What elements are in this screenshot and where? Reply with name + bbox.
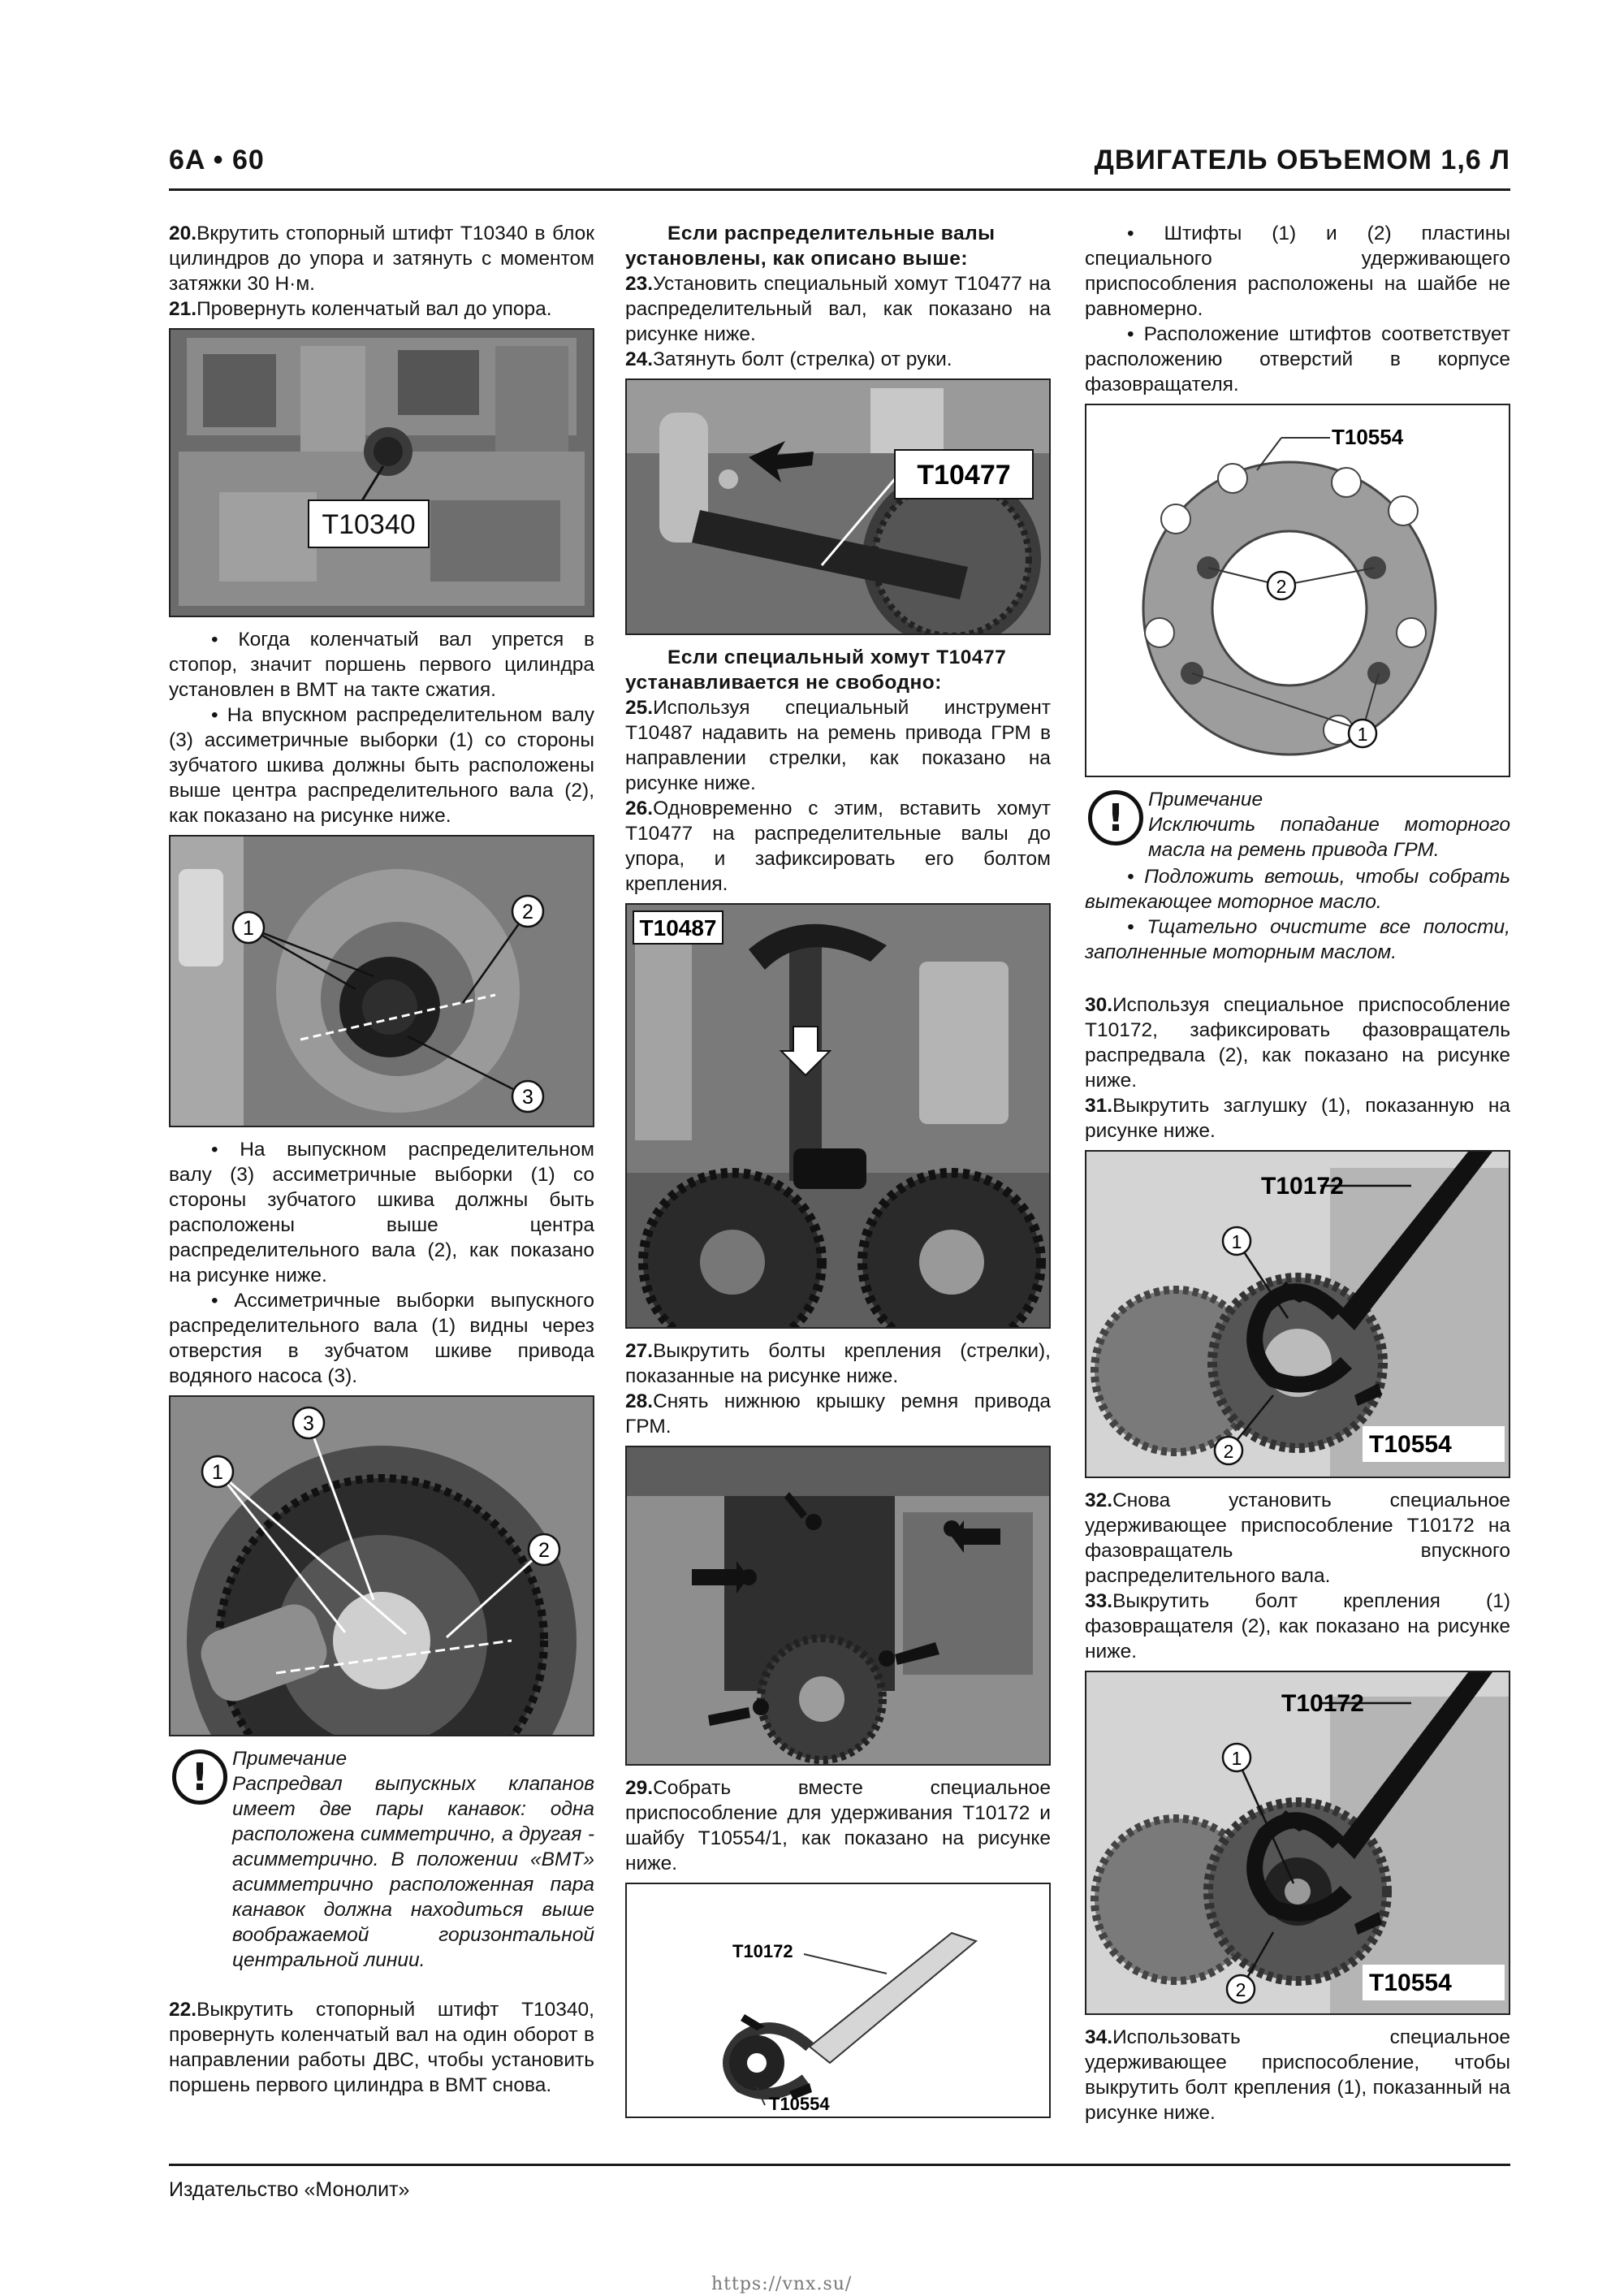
warning-icon: !	[172, 1749, 227, 1805]
svg-text:2: 2	[538, 1539, 550, 1562]
note-text: Распредвал выпускных клапанов имеет две …	[232, 1773, 594, 1971]
figure-washer-t10554: 2 1 T10554	[1085, 404, 1510, 777]
note-bullet-clean: • Тщательно очистите все полости, заполн…	[1085, 916, 1510, 963]
source-url[interactable]: https://vnx.su/	[711, 2274, 853, 2294]
fig9-label-1: T10172	[1261, 1173, 1344, 1200]
step-29: 29.Собрать вместе специальное приспособл…	[625, 1777, 1051, 1874]
note-engine-oil: ! Примечание Исключить попадание моторно…	[1085, 787, 1510, 863]
fig5-label: T10487	[640, 915, 717, 940]
bullet-exhaust-camshaft: • На выпускном распределительном валу (3…	[169, 1139, 594, 1286]
figure-engine-block-t10340: T10340	[169, 328, 594, 617]
fig10-label-2: T10554	[1369, 1970, 1452, 1996]
fig7-label-2: T10554	[769, 2094, 830, 2114]
step-30: 30.Используя специальное приспособление …	[1085, 994, 1510, 1092]
figure-tool-t10487: T10487	[625, 903, 1051, 1329]
step-22: 22.Выкрутить стопорный штифт T10340, про…	[169, 1999, 594, 2096]
svg-text:3: 3	[303, 1412, 314, 1435]
step-24: 24.Затянуть болт (стрелка) от руки.	[625, 348, 952, 370]
bullet-intake-camshaft: • На впускном распределительном валу (3)…	[169, 704, 594, 827]
figure-t10172-phaser: 1 2 T10172 T10554	[1085, 1150, 1510, 1478]
note-bullet-rag: • Подложить ветошь, чтобы собрать вытека…	[1085, 866, 1510, 913]
svg-text:1: 1	[243, 917, 254, 940]
column-1: 20.Вкрутить стопорный штифт T10340 в бло…	[169, 221, 594, 2098]
step-34: 34.Использовать специальное удерживающее…	[1085, 2026, 1510, 2124]
figure-clamp-t10477: T10477	[625, 378, 1051, 635]
figure-intake-camshaft: 1 2 3	[169, 835, 594, 1127]
fig10-label-1: T10172	[1281, 1690, 1364, 1717]
fig9-label-2: T10554	[1369, 1431, 1452, 1458]
chapter-title: ДВИГАТЕЛЬ ОБЪЕМОМ 1,6 Л	[1094, 145, 1510, 175]
figure-exhaust-camshaft: 3 1 2	[169, 1395, 594, 1736]
bullet-pins: • Штифты (1) и (2) пластины специального…	[1085, 223, 1510, 320]
note-title: Примечание	[1148, 789, 1263, 811]
publisher: Издательство «Монолит»	[169, 2178, 410, 2201]
warning-icon: !	[1088, 790, 1143, 845]
step-27: 27.Выкрутить болты крепления (стрелки), …	[625, 1340, 1051, 1387]
step-25: 25.Используя специальный инструмент T104…	[625, 697, 1051, 794]
step-28: 28.Снять нижнюю крышку ремня привода ГРМ…	[625, 1390, 1051, 1438]
svg-text:1: 1	[1232, 1748, 1242, 1769]
step-26: 26.Одновременно с этим, вставить хомут T…	[625, 798, 1051, 895]
step-33: 33.Выкрутить болт крепления (1) фазовращ…	[1085, 1590, 1510, 1663]
note-title: Примечание	[232, 1748, 348, 1770]
svg-text:1: 1	[1232, 1231, 1242, 1252]
footer-rule	[169, 2164, 1510, 2166]
note-exhaust-camshaft: ! Примечание Распредвал выпускных клапан…	[169, 1746, 594, 1973]
figure-t10172-with-washer: T10172 T10554	[625, 1883, 1051, 2118]
bullet-pin-layout: • Расположение штифтов соответствует рас…	[1085, 323, 1510, 396]
step-21: 21.Провернуть коленчатый вал до упора.	[169, 298, 552, 320]
heading-clamp-not-free: Если специальный хомут T10477 устанавлив…	[625, 646, 1007, 694]
page-header: 6A • 60 ДВИГАТЕЛЬ ОБЪЕМОМ 1,6 Л	[169, 145, 1510, 184]
svg-text:1: 1	[212, 1461, 223, 1484]
fig8-label: T10554	[1332, 425, 1404, 449]
figure-lower-cover-bolts	[625, 1446, 1051, 1766]
step-31: 31.Выкрутить заглушку (1), показанную на…	[1085, 1095, 1510, 1142]
svg-text:1: 1	[1358, 724, 1368, 745]
bullet-water-pump: • Ассиметричные выборки выпускного распр…	[169, 1290, 594, 1387]
figure-phaser-bolt: 1 2 T10172 T10554	[1085, 1671, 1510, 2015]
svg-text:3: 3	[522, 1086, 533, 1109]
step-32: 32.Снова установить специальное удержива…	[1085, 1490, 1510, 1587]
svg-text:2: 2	[522, 901, 533, 923]
page-number: 6A • 60	[169, 145, 265, 175]
fig7-label-1: T10172	[732, 1941, 793, 1961]
heading-camshafts-installed: Если распределительные валы установлены,…	[625, 223, 996, 270]
note-text: Исключить попадание моторного масла на р…	[1148, 814, 1510, 861]
svg-text:2: 2	[1276, 576, 1287, 597]
svg-text:2: 2	[1224, 1441, 1234, 1462]
column-2: Если распределительные валы установлены,…	[625, 221, 1051, 2128]
column-3: • Штифты (1) и (2) пластины специального…	[1085, 221, 1510, 2125]
step-23: 23.Установить специальный хомут T10477 н…	[625, 273, 1051, 345]
svg-text:2: 2	[1236, 1979, 1246, 2000]
fig4-label: T10477	[917, 460, 1010, 491]
bullet-tdc: • Когда коленчатый вал упрется в стопор,…	[169, 629, 594, 701]
fig1-label: T10340	[322, 509, 415, 540]
step-20: 20.Вкрутить стопорный штифт T10340 в бло…	[169, 223, 594, 295]
header-rule	[169, 188, 1510, 191]
